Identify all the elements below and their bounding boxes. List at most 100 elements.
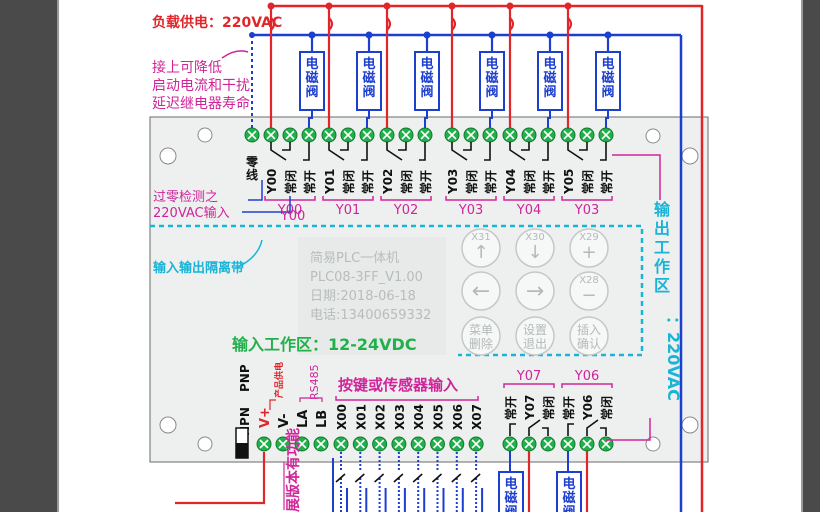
junction-dot <box>325 2 333 10</box>
input-label: X04 <box>412 404 426 430</box>
output-zone-char: 作 <box>654 257 670 276</box>
terminal-label-nc: 常闭 <box>464 170 479 194</box>
relay-contact <box>509 142 526 161</box>
note-reduce-line: 接上可降低 <box>152 59 222 76</box>
terminal-slot <box>582 439 592 449</box>
solenoid-valve-box <box>356 51 382 111</box>
note-zero-line: 220VAC输入 <box>153 205 230 221</box>
valve-label: 电磁阀 <box>362 56 375 100</box>
valve-label: 电磁阀 <box>601 56 614 100</box>
junction-dot <box>506 2 514 10</box>
input-label: X02 <box>374 404 388 430</box>
terminal-slot <box>466 130 476 140</box>
valve-wire <box>547 110 551 128</box>
junction-dot <box>423 31 431 39</box>
junction-dot <box>365 31 373 39</box>
terminal-label-com: Y04 <box>504 169 518 195</box>
valve-label-char: 磁 <box>562 490 575 506</box>
valve-label-char: 阀 <box>305 84 318 100</box>
terminal-label-no: 常开 <box>360 170 375 194</box>
group-label: Y03 <box>574 203 599 218</box>
valve-label: 电磁阀 <box>504 476 517 512</box>
valve-label-char: 电 <box>543 56 556 72</box>
relay-nc <box>282 142 291 151</box>
note-arrow <box>221 50 249 59</box>
mount-hole <box>197 127 213 143</box>
board-info-phone: 电话:13400659332 <box>310 308 431 323</box>
relay-no <box>361 142 368 161</box>
keypad-key: X29+ <box>569 228 609 268</box>
ext-note: 展版本有功能 <box>285 428 302 512</box>
keys-bracket <box>335 396 479 401</box>
terminal-slot <box>343 130 353 140</box>
key-circle <box>569 271 609 311</box>
key-label: 菜单删除 <box>469 323 493 351</box>
key-label-line: 退出 <box>523 337 547 351</box>
zero-arrow <box>248 180 263 201</box>
group-label: Y07 <box>516 369 541 384</box>
key-symbol: + <box>581 242 596 263</box>
wire-hop <box>509 17 515 31</box>
wire-hop <box>328 17 334 31</box>
junction-dot <box>604 31 612 39</box>
terminal-slot <box>543 439 553 449</box>
isolation-label: 输入输出隔离带 <box>153 260 244 276</box>
input-label: X03 <box>393 404 407 430</box>
solenoid-valve-box <box>299 51 325 111</box>
relay-nc <box>398 142 407 151</box>
relay-contact <box>528 419 541 436</box>
wire-hop <box>270 17 276 31</box>
key-circle <box>515 316 555 356</box>
valve-label-char: 阀 <box>543 84 556 100</box>
npn-pnp-switch-knob <box>236 443 248 458</box>
key-circle <box>569 316 609 356</box>
key-label-line: 菜单 <box>469 323 493 337</box>
solenoid-valve-box <box>414 51 440 111</box>
key-id: X28 <box>579 275 599 286</box>
terminal-slot <box>432 439 443 449</box>
zero-arrow <box>242 196 291 213</box>
keypad-key: X31↑ <box>461 228 501 268</box>
group-bracket <box>561 196 613 201</box>
valve-label-char: 阀 <box>485 84 498 100</box>
valve-label-char: 磁 <box>362 70 375 86</box>
output-zone-arrow-bottom <box>606 418 651 441</box>
terminal-label-com: Y03 <box>446 169 460 195</box>
valve-wire <box>489 110 493 128</box>
group-label: Y03 <box>458 203 483 218</box>
group-label: Y01 <box>335 203 360 218</box>
board-info-panel <box>298 237 446 355</box>
terminal-label-nc: 常闭 <box>522 170 537 194</box>
relay-no <box>303 142 310 161</box>
relay-nc <box>340 142 349 151</box>
input-zone-label: 输入工作区：12-24VDC <box>232 335 417 354</box>
terminal-slot <box>413 439 423 449</box>
terminal-slot <box>420 130 430 140</box>
junction-dot <box>308 31 316 39</box>
input-switch <box>431 473 443 483</box>
vplus-wire <box>175 452 266 505</box>
terminal-slot <box>582 130 592 140</box>
relay-contact <box>270 142 287 161</box>
valve-label: 电磁阀 <box>543 56 556 100</box>
key-circle <box>461 228 501 268</box>
group-bracket <box>380 196 432 201</box>
solenoid-valve-box <box>556 471 582 516</box>
right-edge-line <box>801 0 803 512</box>
terminal-slot <box>505 130 515 140</box>
terminal-label-no: 常开 <box>541 170 556 194</box>
note-zero-line: 过零检测之 <box>153 190 218 205</box>
valve-wire <box>308 110 313 128</box>
terminal-slot <box>485 130 495 140</box>
keypad-key: → <box>515 271 555 311</box>
terminal-slot <box>278 439 288 449</box>
note-reduce-line: 延迟继电器寿命 <box>152 95 250 112</box>
mount-hole <box>159 147 177 165</box>
note-reduce-line: 启动电流和干扰 <box>152 78 250 94</box>
mount-hole <box>197 436 213 452</box>
board-info: 简易PLC一体机PLC08-3FF_V1.00日期:2018-06-18电话:1… <box>298 237 446 355</box>
power-note: 产品供电 <box>273 362 285 398</box>
relay-contact <box>567 142 584 161</box>
